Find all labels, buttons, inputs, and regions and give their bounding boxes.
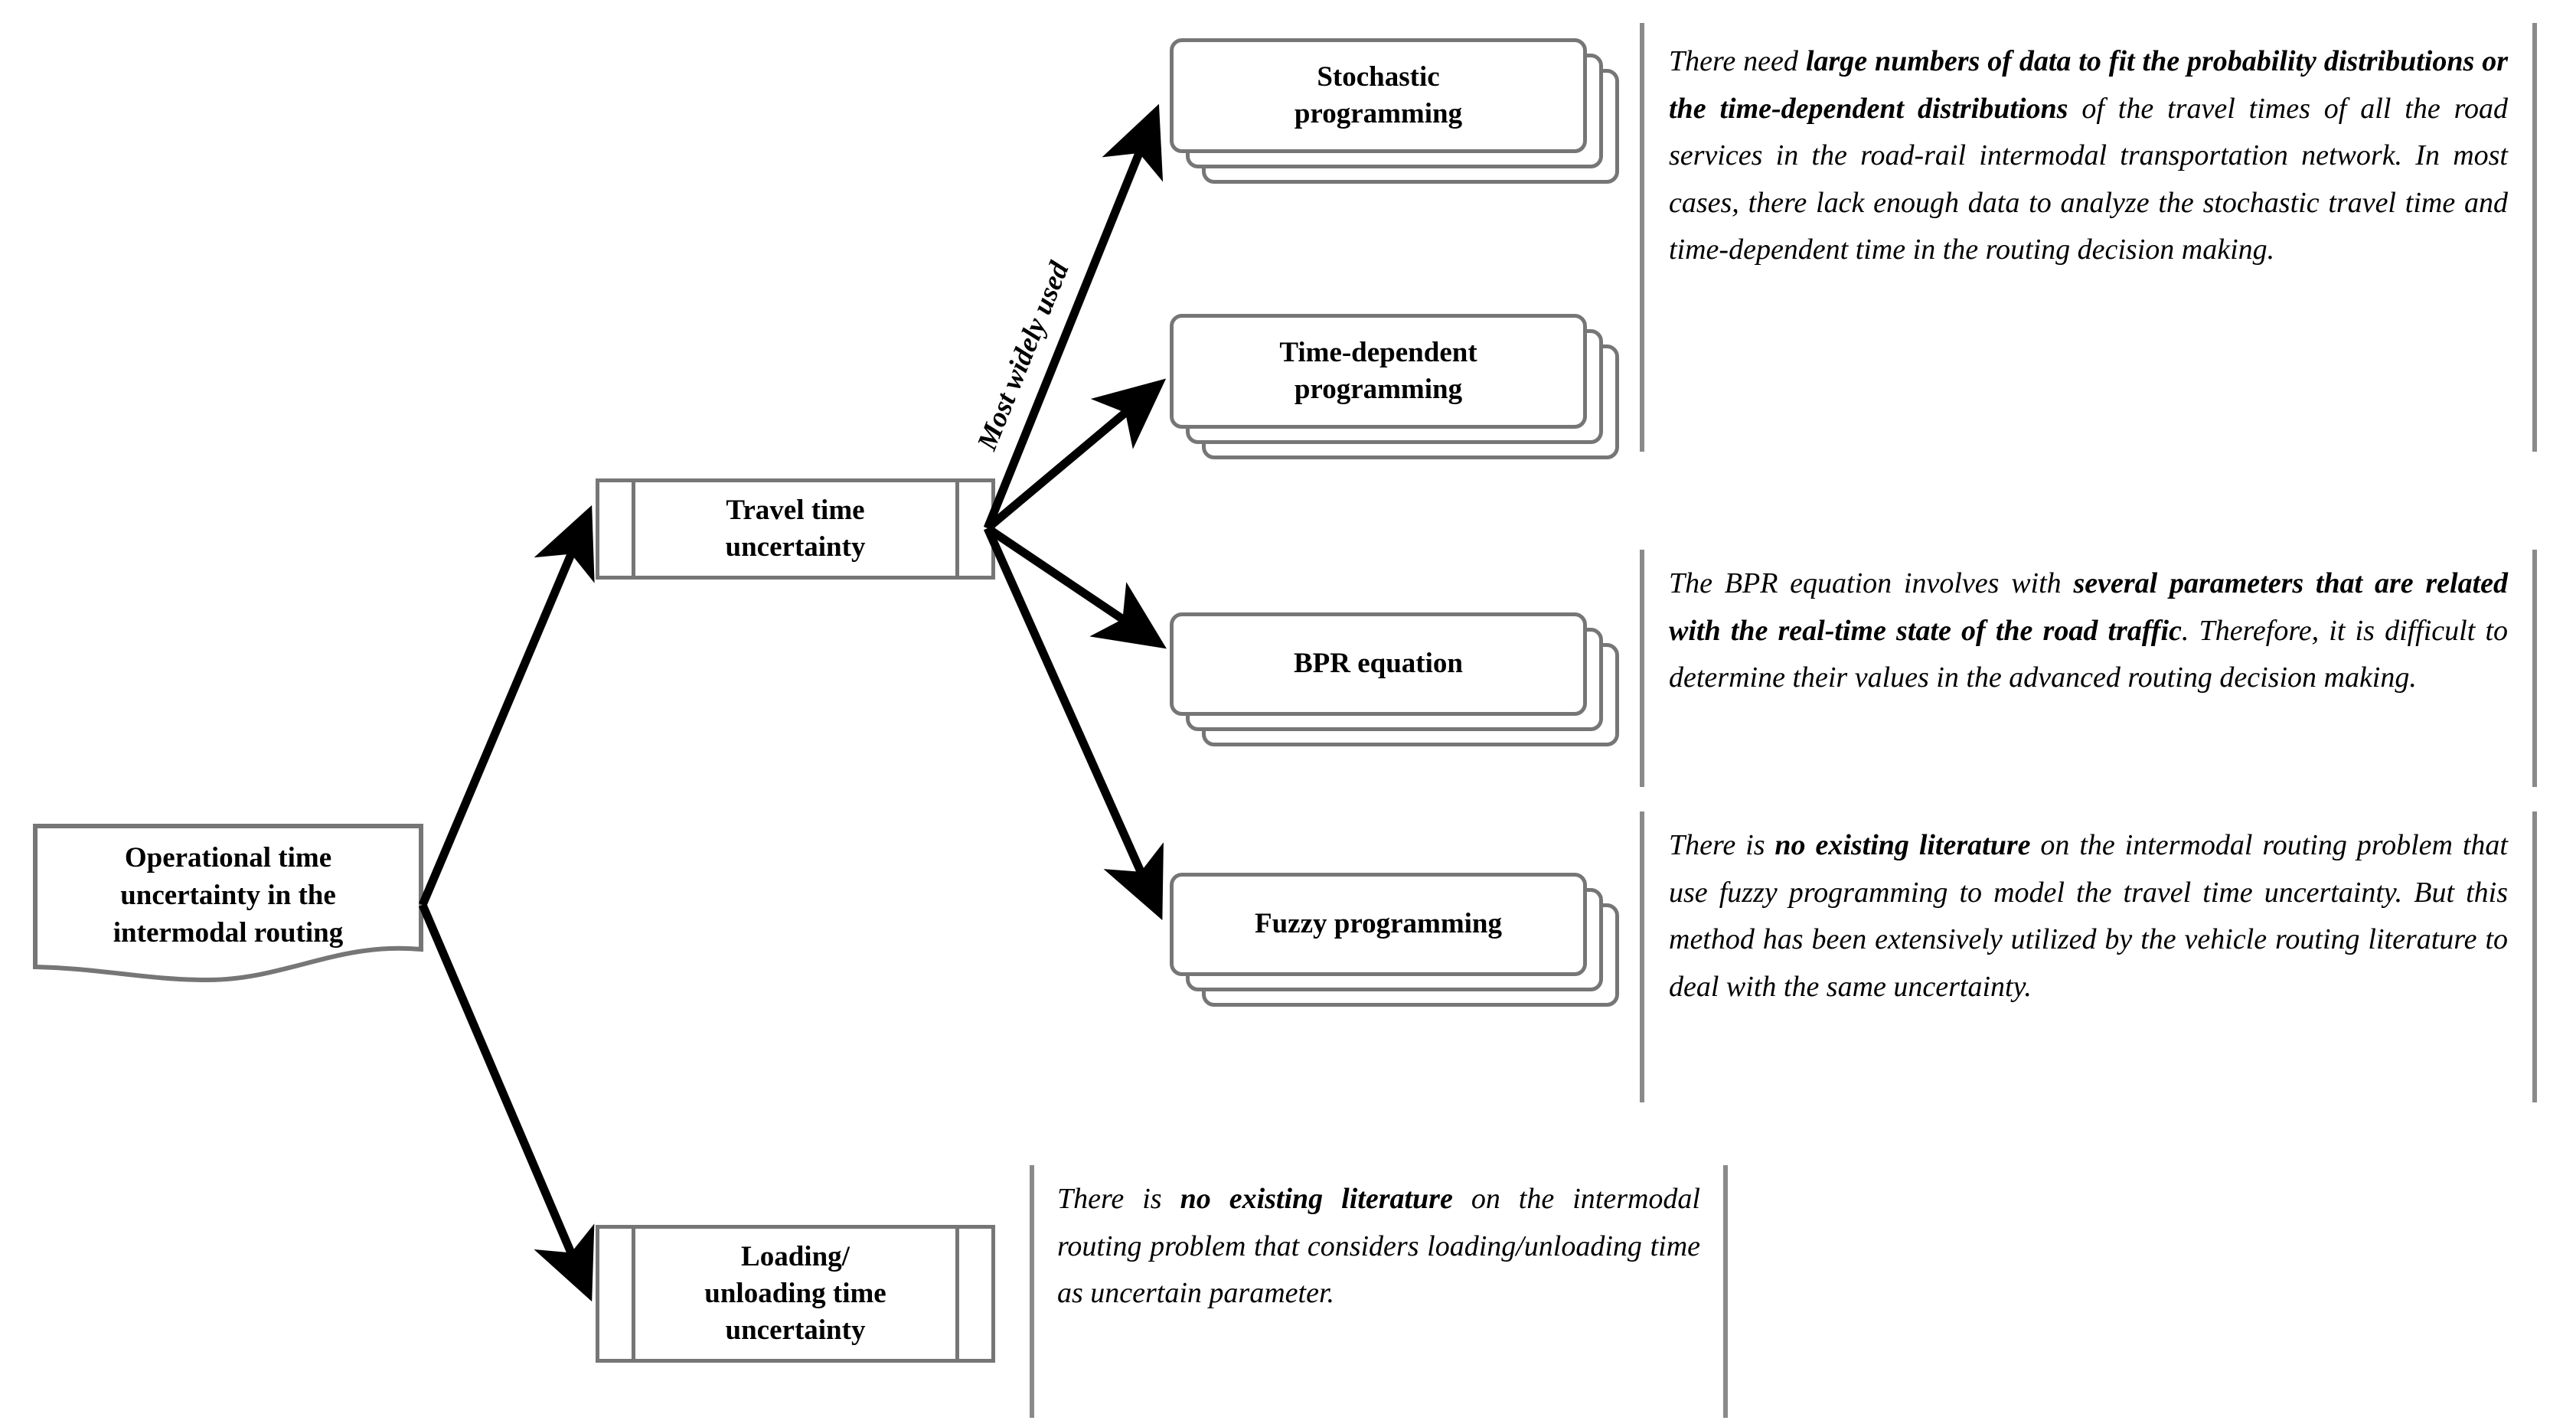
commentary-stochastic-time-dependent: There need large numbers of data to fit … bbox=[1640, 23, 2537, 452]
stack-sheet-front bbox=[1170, 38, 1587, 153]
process-bar-right bbox=[955, 478, 959, 580]
stack-sheet-front bbox=[1170, 314, 1587, 429]
edge-travel-time-to-bpr bbox=[984, 524, 1167, 649]
edge-label-text: Most widely used bbox=[971, 257, 1076, 455]
process-bar-left bbox=[632, 1225, 635, 1363]
loading-label-line-2: unloading time bbox=[704, 1277, 886, 1309]
process-bar-left bbox=[632, 478, 635, 580]
commentary-fuzzy: There is no existing literature on the i… bbox=[1640, 811, 2537, 1102]
stochastic-label-line-1: Stochastic bbox=[1317, 60, 1440, 93]
commentary-bpr: The BPR equation involves with several p… bbox=[1640, 550, 2537, 787]
stack-sheet-front bbox=[1170, 873, 1587, 976]
loading-label-line-1: Loading/ bbox=[741, 1240, 850, 1272]
bpr-label-line-1: BPR equation bbox=[1293, 648, 1463, 680]
time-dependent-label-line-2: programming bbox=[1294, 374, 1463, 405]
root-node-operational-time-uncertainty[interactable]: Operational time uncertainty in the inte… bbox=[32, 823, 424, 988]
travel-time-label-line-2: uncertainty bbox=[725, 531, 866, 563]
time-dependent-label-line-1: Time-dependent bbox=[1279, 336, 1477, 368]
method-node-stochastic-programming[interactable]: Stochastic programming bbox=[1170, 38, 1629, 184]
method-node-bpr-equation[interactable]: BPR equation bbox=[1170, 612, 1629, 750]
edge-travel-time-to-stochastic bbox=[983, 103, 1164, 531]
commentary-text: There is no existing literature on the i… bbox=[1057, 1183, 1700, 1310]
commentary-text: There is no existing literature on the i… bbox=[1669, 829, 2508, 1003]
commentary-text: There need large numbers of data to fit … bbox=[1669, 45, 2508, 266]
stochastic-label-line-2: programming bbox=[1294, 98, 1463, 129]
commentary-text: The BPR equation involves with several p… bbox=[1669, 567, 2509, 694]
branch-node-travel-time-uncertainty[interactable]: Travel time uncertainty bbox=[596, 478, 995, 580]
edge-root-to-loading-unloading bbox=[418, 903, 595, 1302]
loading-label-line-3: uncertainty bbox=[725, 1314, 866, 1347]
process-bar-right bbox=[955, 1225, 959, 1363]
document-shape bbox=[33, 824, 423, 983]
travel-time-label-line-1: Travel time bbox=[726, 494, 865, 526]
method-node-time-dependent-programming[interactable]: Time-dependent programming bbox=[1170, 314, 1629, 459]
commentary-loading-unloading: There is no existing literature on the i… bbox=[1030, 1165, 1728, 1418]
method-node-fuzzy-programming[interactable]: Fuzzy programming bbox=[1170, 873, 1629, 1011]
root-label-line-2: uncertainty in the bbox=[120, 879, 336, 911]
root-label-line-1: Operational time bbox=[124, 842, 332, 874]
edge-label-most-widely-used: Most widely used bbox=[971, 257, 1076, 455]
branch-node-loading-unloading-time-uncertainty[interactable]: Loading/ unloading time uncertainty bbox=[596, 1225, 995, 1363]
stack-sheet-front bbox=[1170, 612, 1587, 716]
fuzzy-label-line-1: Fuzzy programming bbox=[1254, 908, 1503, 940]
root-label-line-3: intermodal routing bbox=[113, 916, 344, 949]
edge-root-to-travel-time bbox=[418, 505, 595, 907]
edge-travel-time-to-fuzzy bbox=[983, 526, 1164, 921]
